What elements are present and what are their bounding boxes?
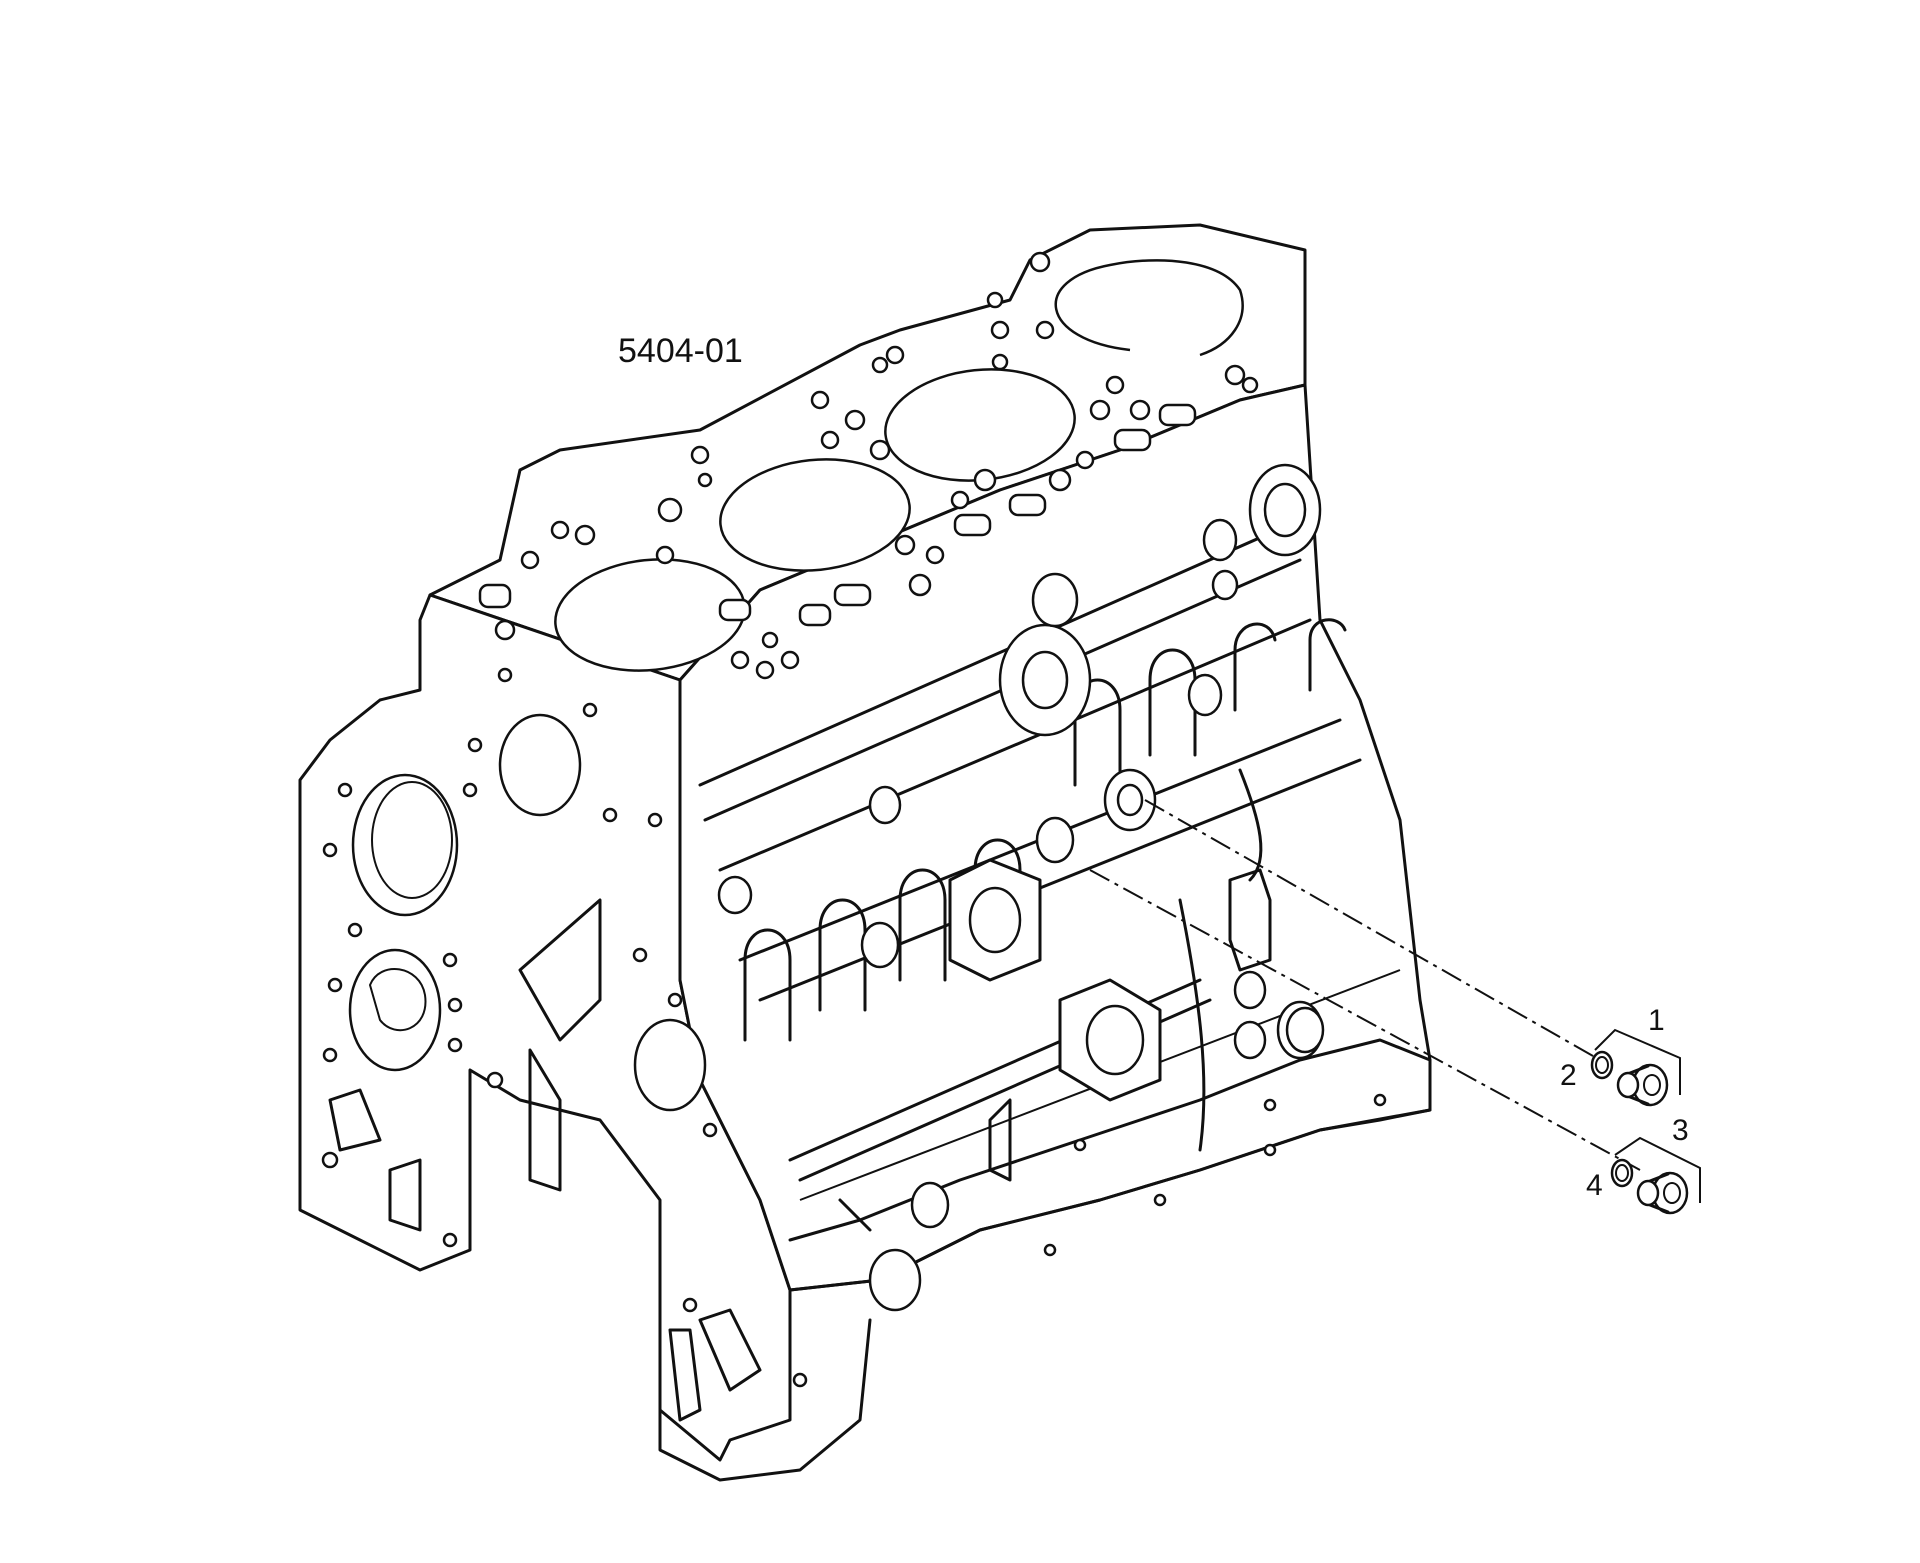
- washer-2-icon: [1590, 1050, 1614, 1080]
- oil-pan-flange: [788, 1038, 1432, 1292]
- plug-assembly-lower: [1610, 1136, 1701, 1215]
- callout-bracket-3: [1614, 1136, 1701, 1203]
- plug-assembly-upper: [1590, 1028, 1681, 1107]
- washer-4-icon: [1610, 1158, 1634, 1188]
- callout-bracket-1: [1594, 1028, 1681, 1095]
- leader-line-lower: [1089, 869, 1641, 1171]
- plug-3-icon: [1636, 1171, 1689, 1215]
- callout-4: 4: [1586, 1169, 1603, 1202]
- cylinder-bores: [554, 259, 1244, 672]
- callout-3: 3: [1672, 1114, 1689, 1147]
- deck-holes: [478, 251, 1259, 680]
- cylinder-bore-2: [719, 458, 911, 572]
- side-face-features: [698, 463, 1401, 1312]
- plug-1-icon: [1616, 1063, 1669, 1107]
- callout-1: 1: [1648, 1004, 1665, 1037]
- front-face-features: [321, 667, 808, 1422]
- front-lower-edge: [658, 1318, 872, 1482]
- cylinder-bore-4: [1054, 259, 1244, 357]
- callout-2: 2: [1560, 1059, 1577, 1092]
- part-code-label: 5404-01: [618, 332, 743, 370]
- leader-lines: [1089, 799, 1641, 1171]
- leader-line-upper: [1144, 799, 1601, 1061]
